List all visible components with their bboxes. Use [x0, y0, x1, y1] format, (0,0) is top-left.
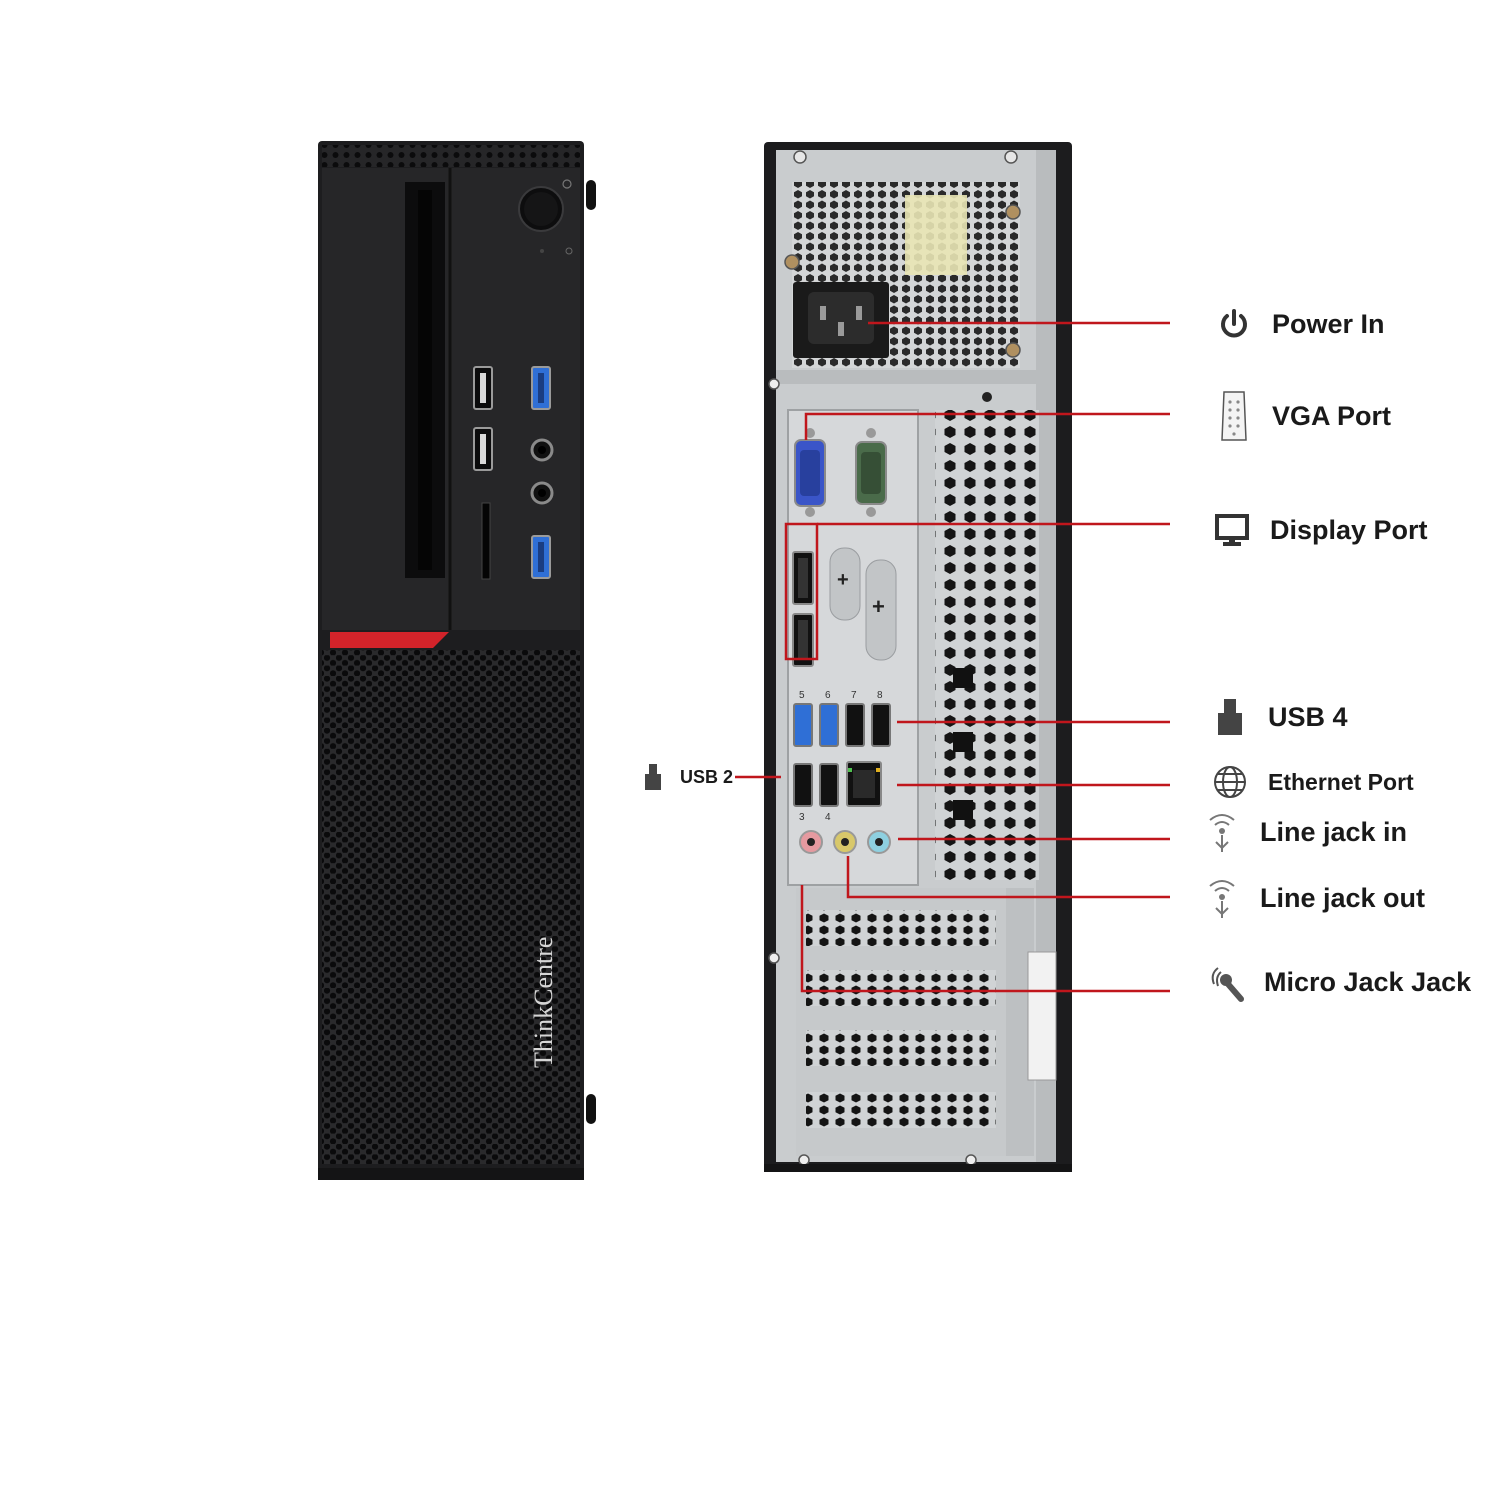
front-card-reader	[481, 502, 491, 580]
label-ethernet-port: Ethernet Port	[1210, 762, 1414, 802]
label-power-in-text: Power In	[1272, 308, 1385, 339]
usb-plug-icon	[640, 760, 666, 794]
front-red-accent	[330, 632, 449, 648]
port-number-8: 8	[877, 690, 883, 701]
callout-line-vga	[804, 412, 1170, 440]
globe-icon	[1210, 762, 1250, 802]
callout-line-line-out	[846, 856, 1170, 899]
svg-text:+: +	[872, 594, 885, 619]
microphone-icon	[1206, 962, 1246, 1002]
label-display-port: Display Port	[1212, 510, 1428, 550]
monitor-icon	[1212, 510, 1252, 550]
label-micro-jack-text: Micro Jack Jack	[1264, 966, 1472, 997]
label-line-jack-out: Line jack out	[1202, 874, 1425, 922]
rear-usb2-port-8	[871, 703, 891, 747]
vga-connector-icon	[1214, 390, 1254, 442]
label-vga-port-text: VGA Port	[1272, 400, 1392, 431]
front-brand-logo: ThinkCentre	[529, 937, 558, 1068]
rear-usb2-port-4	[819, 763, 839, 807]
port-number-4: 4	[825, 812, 831, 823]
label-display-port-text: Display Port	[1270, 514, 1428, 545]
rear-usb2-port-7	[845, 703, 865, 747]
audio-signal-icon	[1202, 874, 1242, 922]
port-number-3: 3	[799, 812, 805, 823]
rear-usb3-port-6	[819, 703, 839, 747]
front-top-vents	[322, 145, 580, 167]
label-micro-jack: Micro Jack Jack	[1206, 962, 1471, 1002]
usb-plug-icon	[1210, 697, 1250, 737]
rear-usb3-port-5	[793, 703, 813, 747]
callout-line-micro	[800, 885, 1170, 993]
label-usb-2-text: USB 2	[680, 766, 734, 787]
label-usb-4: USB 4	[1210, 697, 1348, 737]
callout-box-displayport	[784, 522, 819, 661]
label-ethernet-port-text: Ethernet Port	[1268, 768, 1414, 795]
svg-text:+: +	[837, 569, 849, 591]
label-usb-4-text: USB 4	[1268, 701, 1348, 732]
power-icon	[1214, 304, 1254, 344]
label-usb-2: USB 2	[640, 760, 733, 794]
port-number-7: 7	[851, 690, 857, 701]
label-line-jack-in-text: Line jack in	[1260, 816, 1408, 847]
label-power-in: Power In	[1214, 304, 1385, 344]
port-number-6: 6	[825, 690, 831, 701]
rear-fan-mesh	[935, 410, 1039, 880]
port-number-5: 5	[799, 690, 805, 701]
label-vga-port: VGA Port	[1214, 390, 1391, 442]
front-mesh-grille	[322, 650, 580, 1164]
rear-usb2-port-3	[793, 763, 813, 807]
audio-signal-icon	[1202, 808, 1242, 856]
callout-lines	[735, 321, 1170, 993]
label-line-jack-out-text: Line jack out	[1260, 882, 1426, 913]
label-line-jack-in: Line jack in	[1202, 808, 1407, 856]
